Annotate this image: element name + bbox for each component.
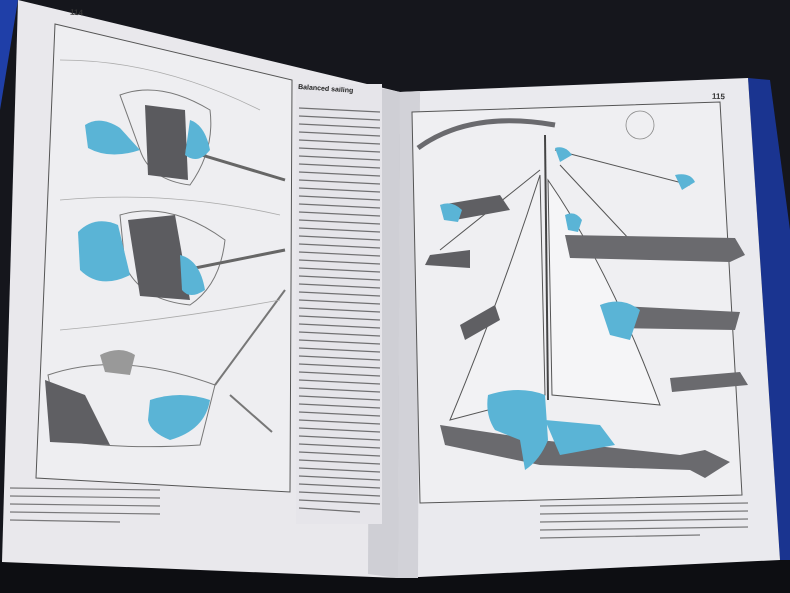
blue-figures-right [440,147,695,340]
right-caption [539,502,749,539]
right-page [398,78,780,578]
book-cover-right-edge [748,78,790,560]
left-page [2,0,400,578]
left-text-column [296,84,382,524]
book-cover-left-edge [0,0,18,110]
left-caption [9,487,161,523]
boat-illustration-middle [78,210,286,306]
right-page-number: 115 [711,91,726,102]
left-sketch-lines [59,59,281,331]
left-page-number: 114 [69,7,84,18]
boat-illustration-bottom [45,289,286,448]
boat-illustration-top [85,89,286,186]
sketch-circle [625,110,655,140]
